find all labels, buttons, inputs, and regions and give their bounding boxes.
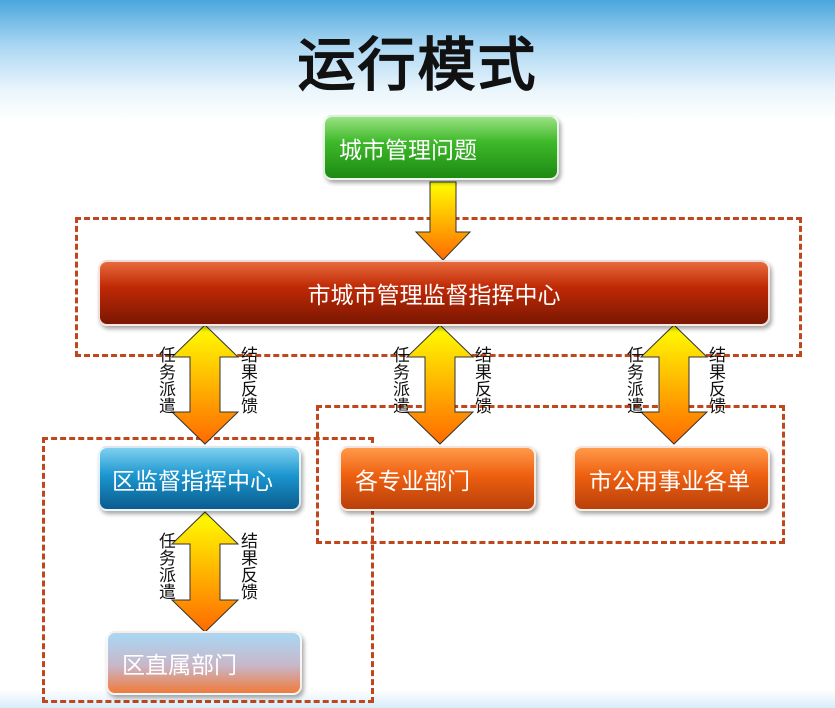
node-public-utilities: 市公用事业各单 [573, 446, 770, 511]
feedback-label: 结果反馈 [471, 346, 491, 414]
feedback-label: 结果反馈 [237, 532, 257, 600]
node-problem: 城市管理问题 [323, 115, 559, 180]
node-departments-label: 各专业部门 [355, 468, 470, 495]
node-district-departments-label: 区直属部门 [122, 653, 237, 679]
dispatch-label: 任务派遣 [155, 346, 175, 414]
node-district-center: 区监督指挥中心 [98, 446, 301, 511]
arrow-double-district-depts [170, 511, 240, 633]
dispatch-label: 任务派遣 [623, 346, 643, 414]
node-public-utilities-label: 市公用事业各单 [589, 468, 750, 495]
page-title: 运行模式 [297, 31, 538, 99]
arrow-double-district [170, 324, 240, 445]
node-city-center-label: 市城市管理监督指挥中心 [307, 283, 561, 309]
dispatch-label: 任务派遣 [155, 532, 175, 600]
dispatch-label: 任务派遣 [389, 346, 409, 414]
arrow-down-problem [414, 181, 472, 261]
node-district-center-label: 区监督指挥中心 [112, 468, 273, 495]
feedback-label: 结果反馈 [705, 346, 725, 414]
feedback-label: 结果反馈 [237, 346, 257, 414]
node-departments: 各专业部门 [339, 446, 536, 511]
arrow-double-utilities [639, 324, 709, 445]
node-district-departments: 区直属部门 [106, 631, 302, 695]
arrow-double-departments [405, 324, 475, 445]
department-level-frame [316, 405, 785, 544]
node-city-center: 市城市管理监督指挥中心 [98, 260, 770, 326]
node-problem-label: 城市管理问题 [339, 137, 477, 164]
